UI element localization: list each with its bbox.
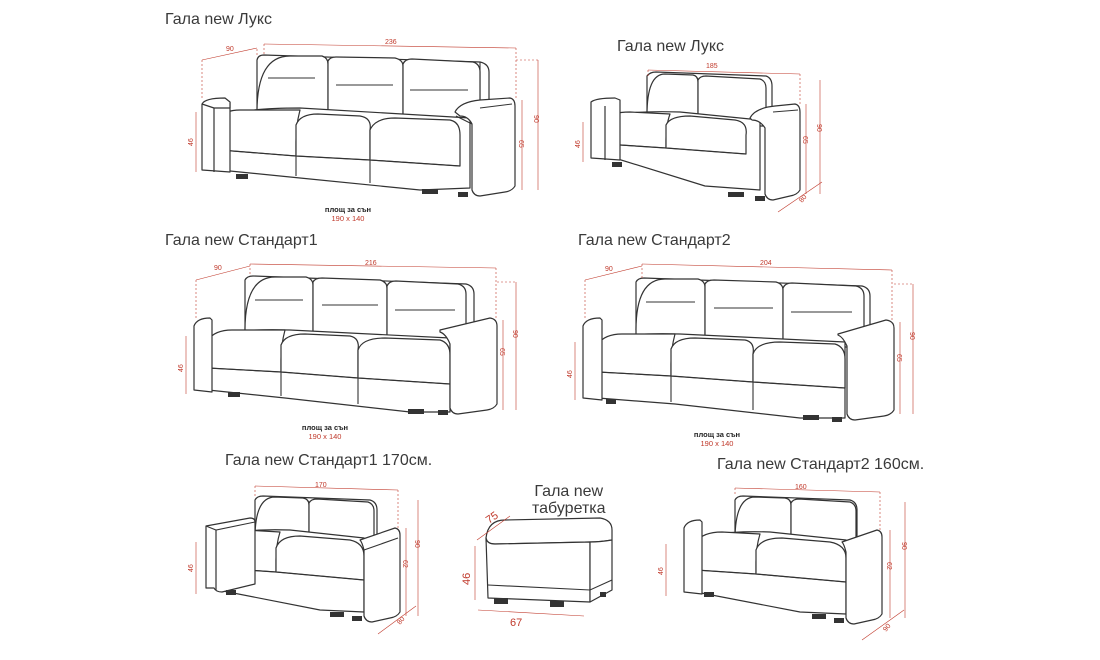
dim-s3-height: 90	[511, 330, 518, 338]
sofa-standard2-160-drawing: 160 90 62 46 90	[658, 484, 907, 641]
sofa-standard1-drawing: 90 216 90 65 46	[178, 260, 518, 415]
title-gala-stool-line1: Гала new	[534, 483, 604, 500]
dim-stool-top: 75	[484, 510, 501, 527]
dim-s7-depth: 90	[882, 623, 892, 634]
dim-s1-width: 236	[385, 39, 397, 46]
title-gala-standard1-170: Гала new Стандарт1 170см.	[225, 452, 433, 469]
sofa-lux-3seat-drawing: 90 236 90 65 46	[188, 39, 539, 197]
dim-s5-seat: 46	[188, 564, 195, 572]
dim-s5-width: 170	[315, 482, 327, 489]
title-gala-standard2: Гала new Стандарт2	[578, 232, 731, 249]
dim-s2-width: 185	[706, 63, 718, 70]
dim-stool-height: 46	[461, 573, 473, 585]
sleep-area-size: 190 x 140	[700, 439, 734, 448]
dim-s5-depth: 80	[396, 616, 406, 627]
dim-s7-height: 90	[900, 542, 907, 550]
dim-s4-width: 204	[760, 260, 772, 267]
dim-s2-seat: 46	[575, 140, 582, 148]
title-gala-standard1: Гала new Стандарт1	[165, 232, 318, 249]
dim-s4-depth: 90	[605, 266, 613, 273]
sleep-area-note-1: площ за сън 190 x 140	[308, 205, 388, 223]
dim-s4-seat: 46	[567, 370, 574, 378]
title-gala-stool-line2: табуретка	[532, 500, 606, 517]
dim-s2-depth: 80	[798, 194, 808, 205]
title-gala-lux-3seat: Гала new Лукс	[165, 11, 272, 28]
dim-s1-height: 90	[532, 115, 539, 123]
stool-drawing: 75 46 67	[461, 510, 613, 629]
dim-s4-back: 65	[895, 354, 902, 362]
sleep-area-note-3: площ за сън 190 x 140	[677, 430, 757, 448]
title-gala-standard2-160: Гала new Стандарт2 160см.	[717, 456, 925, 473]
dim-s3-depth: 90	[214, 265, 222, 272]
sleep-area-size: 190 x 140	[308, 432, 342, 441]
dim-s4-height: 90	[908, 332, 915, 340]
sleep-area-note-2: площ за сън 190 x 140	[285, 423, 365, 441]
dim-stool-bottom: 67	[510, 617, 522, 629]
dim-s7-seat: 46	[658, 567, 665, 575]
dim-s3-seat: 46	[178, 364, 185, 372]
sleep-area-size: 190 x 140	[331, 214, 365, 223]
dim-s7-back: 62	[885, 562, 892, 570]
sofa-standard1-170-drawing: 170 90 62 46 80	[188, 482, 420, 635]
dim-s3-back: 65	[498, 348, 505, 356]
sleep-area-label: площ за сън	[324, 205, 372, 214]
title-gala-lux-2seat: Гала new Лукс	[617, 38, 724, 55]
dim-s2-height: 90	[815, 124, 822, 132]
title-gala-stool: Гала new табуретка	[532, 483, 606, 517]
sofa-standard2-drawing: 90 204 90 65 46	[567, 260, 915, 422]
sofa-lux-2seat-drawing: 185 90 65 46 80	[575, 63, 823, 213]
dim-s3-width: 216	[365, 260, 377, 267]
dim-s1-seat: 46	[188, 138, 195, 146]
sleep-area-label: площ за сън	[693, 430, 741, 439]
dim-s5-height: 90	[413, 540, 420, 548]
dim-s1-depth: 90	[226, 46, 234, 53]
dim-s2-back: 65	[801, 136, 808, 144]
dim-s1-back: 65	[517, 140, 524, 148]
dim-s5-back: 62	[401, 560, 408, 568]
sleep-area-label: площ за сън	[301, 423, 349, 432]
dim-s7-width: 160	[795, 484, 807, 491]
